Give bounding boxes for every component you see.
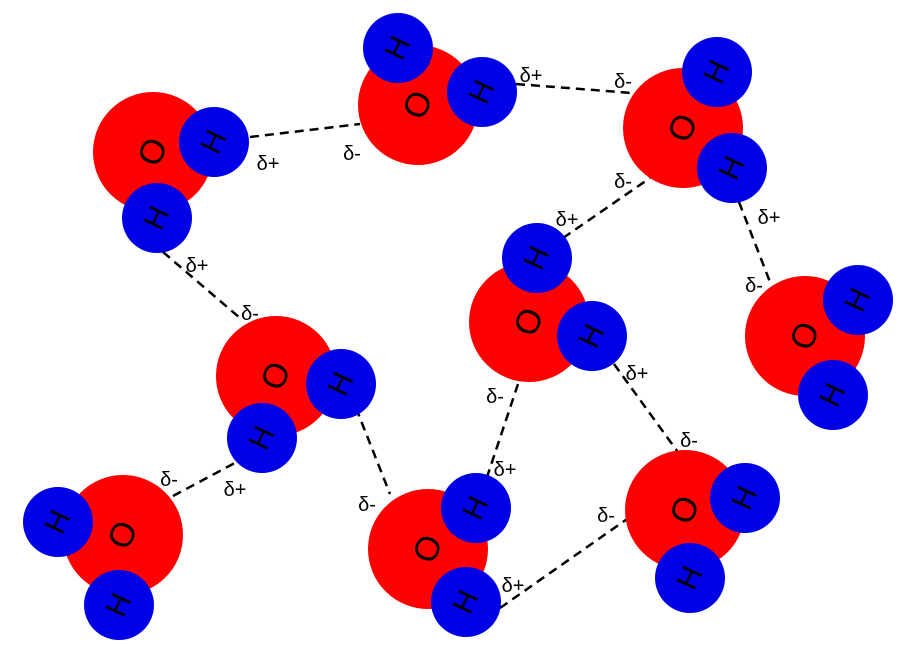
partial-negative-charge: δ-: [680, 430, 698, 452]
partial-negative-charge: δ-: [241, 303, 259, 325]
partial-positive-charge: δ+: [626, 363, 649, 385]
hydrogen-atom: H: [23, 487, 93, 557]
partial-negative-charge: δ-: [358, 494, 376, 516]
hydrogen-atom: H: [84, 570, 154, 640]
hydrogen-atom: H: [122, 183, 192, 253]
hydrogen-atom: H: [441, 473, 511, 543]
water-molecule-8: OHH: [368, 473, 511, 637]
partial-negative-charge: δ-: [614, 171, 632, 193]
oxygen-atom: O: [216, 316, 336, 436]
hydrogen-atom: H: [823, 265, 893, 335]
partial-positive-charge: δ+: [556, 209, 579, 231]
partial-negative-charge: δ-: [486, 386, 504, 408]
hydrogen-atom: H: [227, 403, 297, 473]
water-molecule-2: OHH: [358, 13, 517, 165]
hydrogen-atom: H: [557, 301, 627, 371]
oxygen-atom: O: [63, 475, 183, 595]
hydrogen-atom: H: [431, 567, 501, 637]
partial-negative-charge: δ-: [745, 275, 763, 297]
hydrogen-bond-8: [484, 383, 520, 481]
partial-positive-charge: δ+: [758, 207, 781, 229]
partial-positive-charge: δ+: [224, 479, 247, 501]
hydrogen-bond-7: [354, 407, 392, 495]
hydrogen-atom: H: [363, 13, 433, 83]
hydrogen-atom: H: [682, 37, 752, 107]
water-molecule-7: OHH: [23, 475, 183, 640]
partial-positive-charge: δ+: [186, 255, 209, 277]
partial-negative-charge: δ-: [160, 469, 178, 491]
hydrogen-atom: H: [306, 349, 376, 419]
hydrogen-atom: H: [447, 57, 517, 127]
hydrogen-atom: H: [655, 543, 725, 613]
hydrogen-atom: H: [179, 107, 249, 177]
partial-positive-charge: δ+: [502, 575, 525, 597]
hydrogen-bond-2: [515, 82, 633, 95]
hydrogen-bond-3: [162, 251, 241, 319]
water-molecule-4: OHH: [469, 223, 627, 382]
oxygen-atom: O: [469, 262, 589, 382]
hydrogen-bond-9: [612, 363, 682, 456]
water-molecule-3: OHH: [623, 37, 767, 203]
hydrogen-atom: H: [798, 360, 868, 430]
hydrogen-bond-10: [499, 515, 631, 610]
hydrogen-bond-4: [562, 176, 651, 240]
partial-charges: δ+ δ-δ+ δ-δ-δ+ δ+ δ-δ+ δ-δ+ δ-δ-δ+ δ-δ+ δ-δ-δ+: [160, 65, 780, 597]
hydrogen-atom: H: [710, 463, 780, 533]
partial-negative-charge: δ-: [614, 71, 632, 93]
partial-negative-charge: δ-: [597, 505, 615, 527]
water-molecule-5: OHH: [745, 265, 893, 430]
partial-positive-charge: δ+: [520, 65, 543, 87]
partial-positive-charge: δ+: [494, 459, 517, 481]
hydrogen-bonds: [162, 82, 772, 610]
oxygen-atom: O: [93, 92, 213, 212]
hydrogen-atom: H: [697, 133, 767, 203]
partial-negative-charge: δ-: [343, 143, 361, 165]
partial-positive-charge: δ+: [257, 153, 280, 175]
hydrogen-bond-1: [249, 122, 361, 139]
hydrogen-atom: H: [502, 223, 572, 293]
